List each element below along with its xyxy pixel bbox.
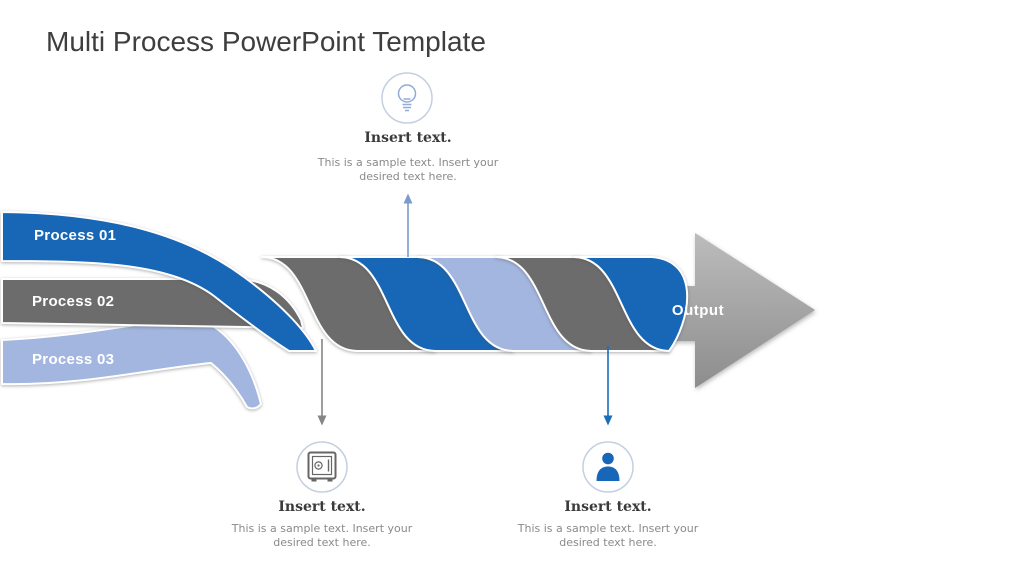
callout-bottom-right-heading[interactable]: Insert text. [564,499,652,515]
safe-icon [307,451,337,482]
callout-bottom-right-body-line1: This is a sample text. Insert your [517,522,699,535]
callout-top-body[interactable]: This is a sample text. Insert your desir… [298,156,518,183]
ribbon-label-process-01: Process 01 [34,227,117,244]
callout-circle-top[interactable] [381,72,433,124]
callout-top-body-line2: desired text here. [359,169,457,183]
connector-arrow-bottom-right[interactable] [603,346,613,426]
callout-top-body-line1: This is a sample text. Insert your [317,156,499,169]
slide-title[interactable]: Multi Process PowerPoint Template [46,26,486,57]
callout-bottom-left-body-line2: desired text here. [273,535,371,549]
twist-segment-blue-2 [573,256,689,352]
rope-twist[interactable] [1,211,689,352]
lightbulb-icon [397,84,417,112]
connector-arrow-top[interactable] [403,193,413,258]
callout-bottom-right-body-line2: desired text here. [559,535,657,549]
callout-bottom-right-body[interactable]: This is a sample text. Insert your desir… [498,522,718,549]
ribbon-label-process-02: Process 02 [32,293,115,310]
ribbon-label-process-03: Process 03 [32,351,115,368]
callout-bottom-left-body[interactable]: This is a sample text. Insert your desir… [212,522,432,549]
callout-bottom-left-heading[interactable]: Insert text. [278,499,366,515]
person-icon [596,452,620,481]
output-arrow[interactable] [600,233,815,388]
callout-bottom-left-body-line1: This is a sample text. Insert your [231,522,413,535]
ribbon-process-01[interactable] [1,211,317,352]
callout-top-heading[interactable]: Insert text. [364,130,452,146]
output-label: Output [671,302,725,319]
connector-arrow-bottom-left[interactable] [317,339,327,426]
